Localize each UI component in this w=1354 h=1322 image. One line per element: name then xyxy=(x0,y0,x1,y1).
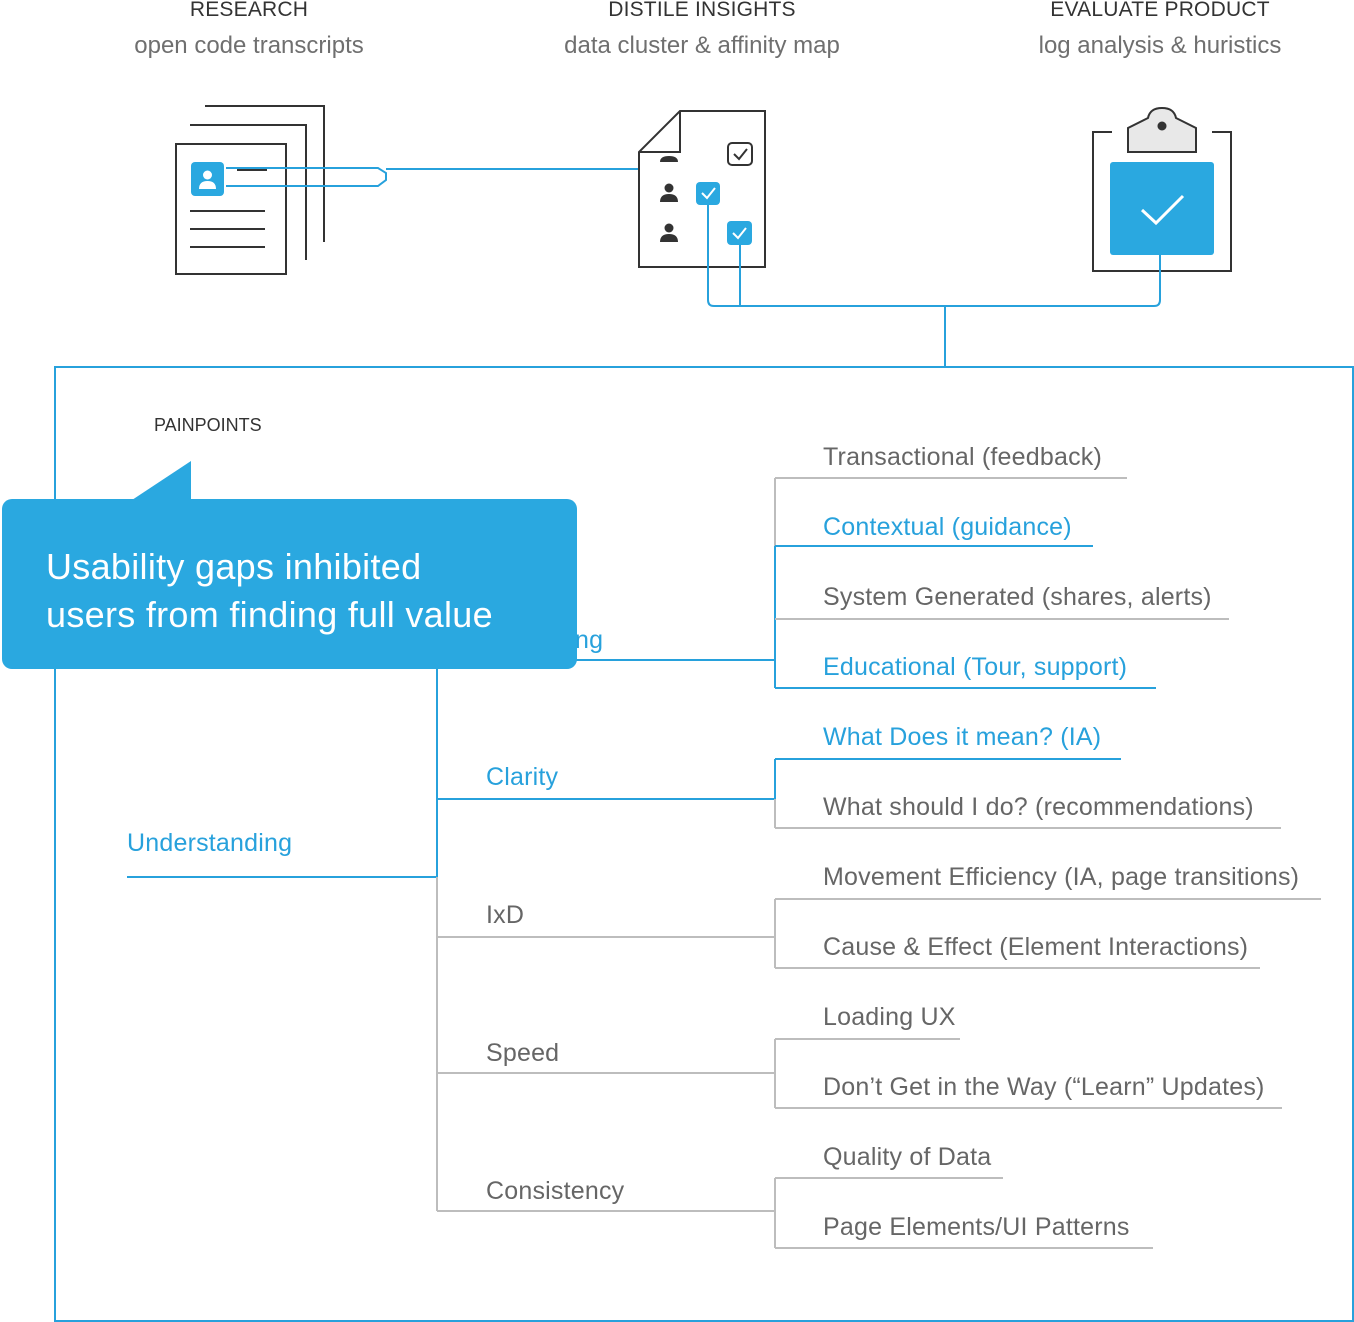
callout-pointer xyxy=(132,461,191,500)
tree-lines xyxy=(127,477,1321,1249)
leaf-label: Educational (Tour, support) xyxy=(823,653,1128,681)
branch-label-clarity: Clarity xyxy=(486,763,559,791)
leaf-label: What Does it mean? (IA) xyxy=(823,723,1102,751)
leaf-label: What should I do? (recommendations) xyxy=(823,793,1254,821)
callout-text: Usability gaps inhibited users from find… xyxy=(46,543,493,639)
section-label: PAINPOINTS xyxy=(154,415,262,435)
affinity-map-icon xyxy=(638,110,766,268)
leaf-label: Quality of Data xyxy=(823,1143,992,1171)
root-label: Understanding xyxy=(127,829,293,857)
connector-research-distile xyxy=(226,167,640,187)
leaf-label: Page Elements/UI Patterns xyxy=(823,1213,1130,1241)
leaf-label: Loading UX xyxy=(823,1003,956,1031)
leaf-label: Transactional (feedback) xyxy=(823,443,1103,471)
callout-line-2: users from finding full value xyxy=(46,594,493,635)
leaf-label: Contextual (guidance) xyxy=(823,513,1072,541)
clipboard-check-icon xyxy=(1092,106,1232,272)
painpoints-frame xyxy=(54,366,1354,1322)
branch-label-messaging: ng xyxy=(575,626,604,654)
branch-label-ixd: IxD xyxy=(486,901,525,929)
branch-label-consistency: Consistency xyxy=(486,1177,625,1205)
step-subtitle-evaluate: log analysis & huristics xyxy=(1038,32,1282,59)
callout-line-1: Usability gaps inhibited xyxy=(46,546,422,587)
step-title-distile: DISTILE INSIGHTS xyxy=(608,0,796,21)
step-subtitle-distile: data cluster & affinity map xyxy=(564,32,840,59)
leaf-label: Don’t Get in the Way (“Learn” Updates) xyxy=(823,1073,1265,1101)
leaf-label: Movement Efficiency (IA, page transition… xyxy=(823,863,1300,891)
leaf-label: Cause & Effect (Element Interactions) xyxy=(823,933,1249,961)
user-badge-icon xyxy=(191,162,224,196)
step-title-evaluate: EVALUATE PRODUCT xyxy=(1050,0,1270,21)
insight-callout: Usability gaps inhibited users from find… xyxy=(2,499,577,669)
connector-insights-painpoints xyxy=(707,205,1161,367)
step-subtitle-research: open code transcripts xyxy=(134,32,364,59)
branch-label-speed: Speed xyxy=(486,1039,560,1067)
step-title-research: RESEARCH xyxy=(189,0,309,21)
leaf-label: System Generated (shares, alerts) xyxy=(823,583,1212,611)
